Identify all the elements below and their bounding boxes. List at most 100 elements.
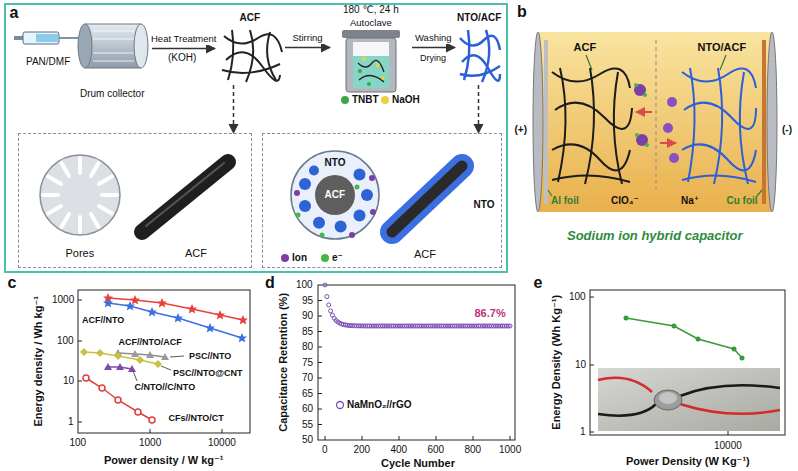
label-text: d <box>265 274 275 292</box>
ragone-plot-c <box>80 348 88 356</box>
capacitor-cell-art <box>740 72 748 184</box>
retention-data <box>323 283 512 328</box>
ragone-plot-c <box>103 298 247 343</box>
nto-fiber-section <box>291 151 379 239</box>
label-text: 1 <box>580 426 586 438</box>
nto-fiber-section <box>309 166 319 176</box>
legend-marker <box>337 402 344 409</box>
label-text: 400 <box>391 444 408 456</box>
legend-marker <box>335 400 345 410</box>
label-text: 1000 <box>139 437 161 449</box>
capacitor-cell-art <box>585 68 594 184</box>
ragone-plot-c <box>187 304 197 314</box>
capacitor-cell-art <box>660 142 676 144</box>
ragone-plot-e <box>740 356 745 361</box>
capacitor-cell-art <box>558 68 566 182</box>
ragone-plot-c <box>215 310 225 320</box>
ragone-plot-e <box>598 378 652 392</box>
data-point <box>329 309 333 313</box>
legend-text: NaMnO₂//rGO <box>347 399 411 411</box>
ragone-plot-c <box>103 298 113 308</box>
capacitor-cell-art <box>757 190 762 196</box>
capacitor-cell-art <box>533 32 543 212</box>
electrospinning-setup <box>14 36 23 40</box>
label-text: 85 <box>302 326 313 338</box>
capacitor-cell-art <box>688 68 695 182</box>
process-arrow <box>478 85 480 133</box>
legend-swatch <box>321 254 329 262</box>
autoclave-vessel <box>376 63 380 67</box>
nto-fiber-section <box>369 175 375 181</box>
ragone-plot-c <box>99 385 105 391</box>
ragone-plot-c <box>96 349 104 357</box>
electrospinning-setup <box>23 32 59 44</box>
label-text: ACF//NTO/ACF <box>119 337 182 347</box>
ragone-plot-e <box>696 337 701 342</box>
legend-text: TNBT <box>352 94 379 106</box>
label-text: (KOH) <box>168 52 196 64</box>
capacitor-cell-art <box>656 40 657 190</box>
autoclave-vessel <box>358 60 384 82</box>
label-text: 100 <box>57 335 74 347</box>
ragone-plot-c <box>78 290 250 433</box>
label-text: 200 <box>354 444 371 456</box>
edge-label: Stirring <box>291 33 325 44</box>
retention-plot-d <box>318 285 515 440</box>
label-text: Cycle Number <box>381 457 455 470</box>
ragone-plot-c <box>103 293 248 325</box>
process-arrow <box>412 47 455 49</box>
detail-box: PoresACF <box>18 133 252 268</box>
legend-swatch <box>281 254 289 262</box>
label-text: PSC//NTO <box>189 351 231 361</box>
label-text: 60 <box>302 403 313 415</box>
ragone-plot-e <box>680 385 780 396</box>
edge-label: Heat Treatment <box>149 34 218 45</box>
capacitor-cell-art <box>533 32 777 212</box>
ragone-plot-c <box>128 365 136 372</box>
node-text: ACF <box>574 41 597 54</box>
ragone-plot-e <box>672 324 677 329</box>
ragone-plot-e <box>624 316 629 321</box>
ragone-plot-c <box>237 333 247 343</box>
node-text: NTO/ACF <box>698 41 747 54</box>
nto-fiber-section <box>315 175 355 215</box>
label-text: 90 <box>302 310 313 322</box>
process-arrow <box>152 48 215 50</box>
data-point <box>325 295 329 299</box>
autoclave: 180 ℃, 24 hAutoclave <box>330 2 412 108</box>
porous-fiber-section <box>142 162 228 232</box>
label-text: C/NTO//C/NTO <box>135 382 196 392</box>
ragone-plot-e <box>654 390 682 410</box>
label-text: 80 <box>302 341 313 353</box>
ragone-plot-c <box>146 351 154 358</box>
node-text: ACF <box>185 247 207 260</box>
porous-fiber-section <box>40 155 120 235</box>
label-text: 95 <box>302 295 313 307</box>
electrospinning-setup <box>78 24 92 68</box>
label-text: ClO₄⁻ <box>611 195 639 207</box>
node-text: PAN/DMF <box>26 56 70 68</box>
ragone-plot-e <box>732 347 737 352</box>
ragone-plot-c <box>205 323 215 333</box>
node-text: NTO <box>474 199 495 211</box>
data-point <box>508 324 512 328</box>
label-text: 800 <box>465 444 482 456</box>
fiber-stage: ACF <box>215 10 285 85</box>
spinning-stage: PAN/DMFDrum collector <box>16 12 152 108</box>
label-text: 1000 <box>52 294 74 306</box>
label-text: 100 <box>70 437 87 449</box>
label-text: 86.7% <box>475 307 506 320</box>
capacitor-cell-art <box>538 32 772 212</box>
nto-fiber-section <box>291 151 462 239</box>
autoclave-vessel <box>358 69 362 73</box>
ragone-plot-c <box>135 409 141 415</box>
product-stage: NTO/ACF <box>455 10 503 85</box>
ragone-plot-c <box>115 397 121 403</box>
capacitor-cell-art <box>634 83 638 87</box>
nto-fiber-section <box>320 233 325 238</box>
nto-fiber-section <box>299 200 311 212</box>
axis-title: Capacitance Retention (%) <box>277 292 290 431</box>
label-text: 55 <box>302 419 313 431</box>
label-text: 0 <box>322 444 328 456</box>
